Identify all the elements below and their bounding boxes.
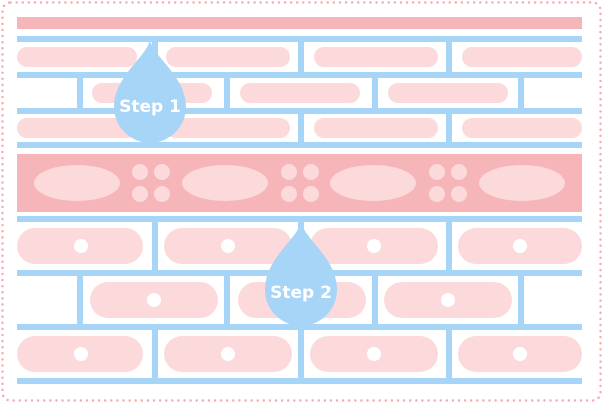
upper-cell xyxy=(17,118,137,138)
upper-cell xyxy=(166,118,290,138)
upper-mortar-joint xyxy=(298,36,304,78)
step-2-label: Step 2 xyxy=(270,283,332,303)
band-oval xyxy=(182,165,268,201)
lower-mortar-joint xyxy=(446,216,452,276)
lower-mortar-joint xyxy=(152,216,158,276)
upper-mortar-joint xyxy=(298,108,304,148)
band-oval xyxy=(330,165,416,201)
step-1-label: Step 1 xyxy=(119,97,181,117)
lower-mortar-joint xyxy=(518,270,524,330)
upper-cell xyxy=(240,83,360,103)
upper-cell xyxy=(462,118,582,138)
step-2-drop: Step 2 xyxy=(265,222,337,326)
upper-mortar-joint xyxy=(446,108,452,148)
upper-mortar-joint xyxy=(518,72,524,114)
lower-cell xyxy=(384,282,512,318)
band-dot-cluster xyxy=(132,164,170,202)
upper-mortar-joint xyxy=(372,72,378,114)
lower-cell xyxy=(17,228,143,264)
lower-cell xyxy=(90,282,218,318)
lower-mortar-joint xyxy=(298,324,304,384)
upper-cell xyxy=(314,47,438,67)
upper-mortar-joint xyxy=(224,72,230,114)
step-1-drop: Step 1 xyxy=(114,40,186,143)
lower-cell xyxy=(310,228,438,264)
upper-cell xyxy=(166,47,290,67)
upper-mortar-joint xyxy=(77,72,83,114)
upper-cell xyxy=(314,118,438,138)
lower-mortar-joint xyxy=(152,324,158,384)
band-oval xyxy=(34,165,120,201)
lower-mortar-joint xyxy=(372,270,378,330)
lower-cell xyxy=(17,336,143,372)
lower-cell xyxy=(458,228,582,264)
lower-mortar-joint xyxy=(446,324,452,384)
middle-band xyxy=(17,154,582,212)
upper-cell xyxy=(462,47,582,67)
upper-mortar-joint xyxy=(446,36,452,78)
lower-mortar-joint xyxy=(77,270,83,330)
lower-cell xyxy=(458,336,582,372)
upper-cell xyxy=(17,47,137,67)
upper-brick-layer xyxy=(17,36,582,148)
band-dot-cluster xyxy=(281,164,319,202)
lower-cell xyxy=(164,228,292,264)
upper-cell xyxy=(388,83,508,103)
lower-cell xyxy=(310,336,438,372)
top-layer-strip xyxy=(17,17,582,29)
band-dot-cluster xyxy=(429,164,467,202)
droplet-icon xyxy=(265,222,337,326)
lower-cell xyxy=(164,336,292,372)
band-oval xyxy=(479,165,565,201)
lower-mortar-joint xyxy=(224,270,230,330)
droplet-icon xyxy=(114,40,186,143)
